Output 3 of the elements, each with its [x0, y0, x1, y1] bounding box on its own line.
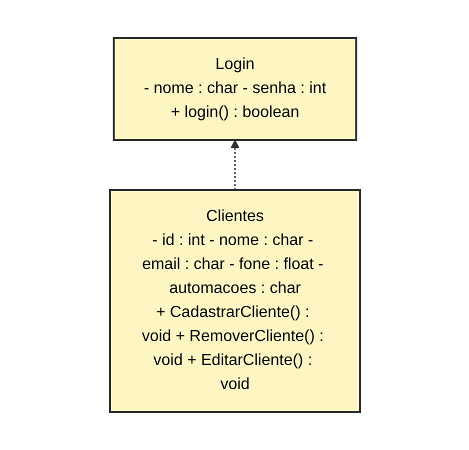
arrow — [230, 140, 239, 190]
node-box: Login - nome : char - senha : int + login() : boolean — [112, 37, 357, 141]
node-box: Clientes - id : int - nome : char - email : char - fone : float - automacoes : char + CadastrarCliente() : void + RemoverCliente() : void + EditarCliente() : void — [108, 189, 360, 413]
